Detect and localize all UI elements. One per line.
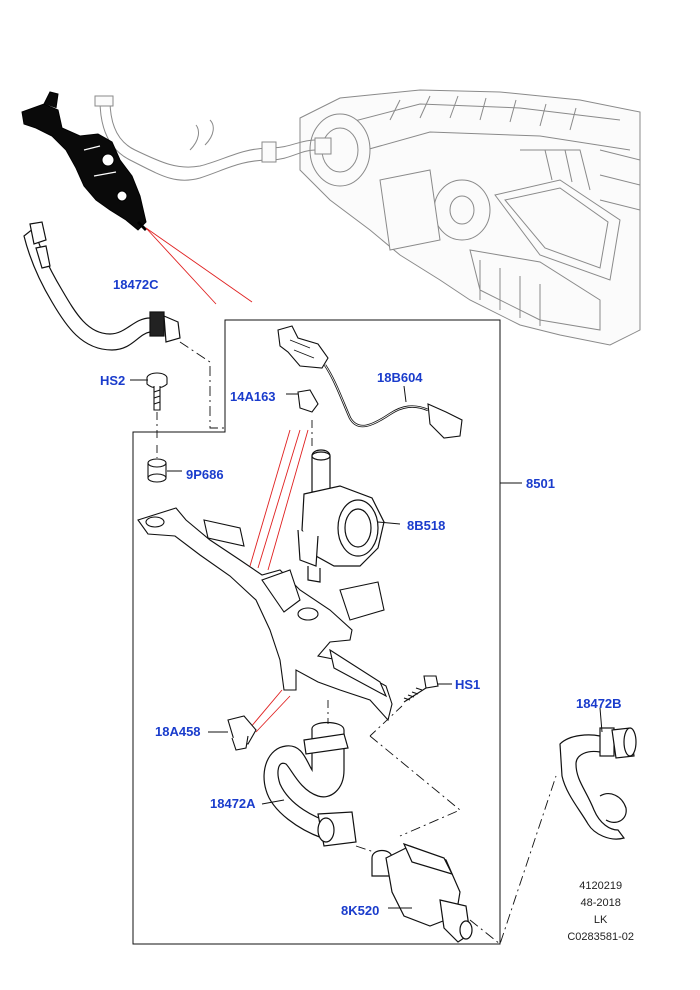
leader-18b604 <box>403 385 407 403</box>
red-leaders-bracket <box>249 429 309 733</box>
hose-18472b-drawing <box>559 727 637 840</box>
callout-screw-hs2: HS2 <box>100 373 126 388</box>
valve-8k520-drawing <box>371 842 473 943</box>
reference-line-2: 48-2018 <box>580 897 621 909</box>
dashdot-leader-1 <box>179 320 226 429</box>
reference-block: 4120219 48-2018 LK C0283581-02 <box>567 878 634 946</box>
callout-hose-18472b: 18472B <box>576 696 622 711</box>
callout-assembly-8501: 8501 <box>526 476 555 491</box>
screw-hs1-drawing <box>403 675 439 703</box>
callout-hose-18472a: 18472A <box>210 796 256 811</box>
callout-valve-8k520: 8K520 <box>341 903 380 918</box>
hose-18472a-drawing <box>263 721 357 847</box>
hose-18472c-drawing <box>23 221 181 351</box>
dashdot-hs1 <box>369 705 403 737</box>
reference-line-3: LK <box>593 914 608 926</box>
callout-hose-18472c: 18472C <box>113 277 159 292</box>
grommet-9p686-drawing <box>147 458 167 483</box>
sensor-and-harness-drawing <box>277 325 463 439</box>
clip-18a458-drawing <box>227 715 257 751</box>
leader-18472a <box>261 799 285 805</box>
leader-8b518 <box>377 521 401 525</box>
callout-grommet-9p686: 9P686 <box>186 467 224 482</box>
reference-line-1: 4120219 <box>579 880 623 892</box>
callout-pump-8b518: 8B518 <box>407 518 446 533</box>
leader-18472b <box>599 707 603 733</box>
callout-harness-18b604: 18B604 <box>377 370 423 385</box>
red-leaders-top <box>145 227 253 305</box>
assembly-8501-frame <box>132 319 501 945</box>
callout-clip-18a458: 18A458 <box>155 724 201 739</box>
screw-hs2-drawing <box>146 372 168 411</box>
reference-line-4: C0283581-02 <box>567 931 634 943</box>
hvac-unit-background <box>299 89 641 346</box>
highlighted-pump-assembly <box>21 91 148 232</box>
background-hoses <box>94 95 332 181</box>
callout-sensor-14a163: 14A163 <box>230 389 276 404</box>
pump-8b518-drawing <box>297 449 385 583</box>
mounting-bracket-drawing <box>137 507 393 722</box>
callout-screw-hs1: HS1 <box>455 677 481 692</box>
